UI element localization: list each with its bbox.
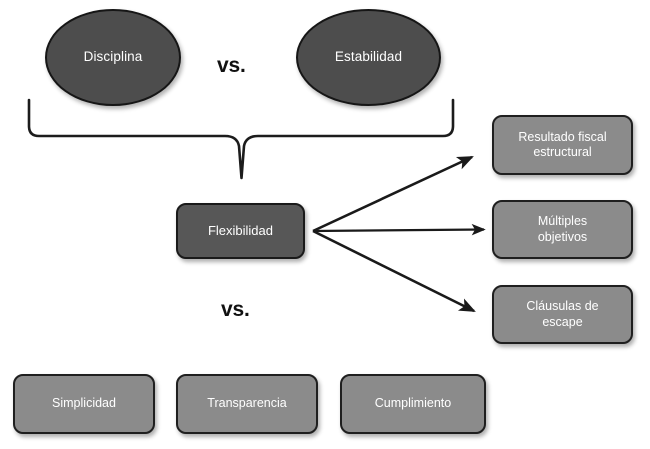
node-cumplimiento-label: Cumplimiento (374, 396, 452, 411)
node-clausulas-de-escape-line1: Cláusulas de (526, 299, 599, 314)
node-multiples-objetivos[interactable]: Múltiples objetivos (492, 200, 633, 259)
node-flexibilidad-label: Flexibilidad (207, 223, 274, 239)
node-disciplina-label: Disciplina (83, 49, 143, 65)
node-simplicidad-label: Simplicidad (52, 396, 116, 411)
node-transparencia-label: Transparencia (207, 396, 287, 411)
node-flexibilidad[interactable]: Flexibilidad (176, 203, 305, 259)
node-resultado-fiscal-estructural-line2: estructural (533, 145, 592, 159)
node-cumplimiento[interactable]: Cumplimiento (340, 374, 486, 434)
node-resultado-fiscal-estructural-line1: Resultado fiscal (518, 129, 607, 144)
node-multiples-objetivos-line1: Múltiples (537, 214, 588, 229)
node-disciplina[interactable]: Disciplina (45, 9, 181, 106)
node-transparencia[interactable]: Transparencia (176, 374, 318, 434)
node-simplicidad[interactable]: Simplicidad (13, 374, 155, 434)
node-clausulas-de-escape-line2: escape (542, 314, 583, 329)
versus-label-bottom: vs. (221, 298, 250, 321)
node-multiples-objetivos-line2: objetivos (537, 229, 588, 244)
arrow-to-multiples-objetivos (312, 223, 486, 236)
arrow-to-clausulas-de-escape (312, 229, 476, 313)
versus-label-top: vs. (217, 54, 246, 77)
arrow-to-resultado-fiscal-estructural (312, 155, 474, 233)
node-estabilidad-label: Estabilidad (334, 49, 403, 65)
curly-brace-icon (27, 98, 455, 180)
node-clausulas-de-escape[interactable]: Cláusulas de escape (492, 285, 633, 344)
node-estabilidad[interactable]: Estabilidad (296, 9, 441, 106)
node-resultado-fiscal-estructural[interactable]: Resultado fiscal estructural (492, 115, 633, 175)
